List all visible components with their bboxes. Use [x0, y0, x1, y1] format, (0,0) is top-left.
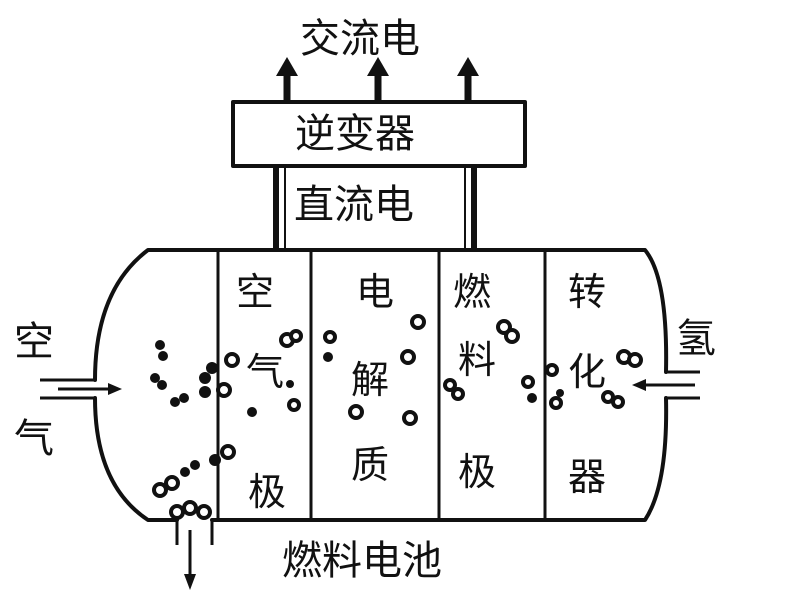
air-inlet-pipe: [40, 378, 122, 400]
inverter-box: [231, 100, 527, 168]
svg-text:转: 转: [568, 270, 606, 314]
svg-text:器: 器: [568, 455, 606, 499]
air-inlet-label: 气: [14, 416, 54, 462]
svg-text:料: 料: [458, 338, 496, 382]
svg-text:气: 气: [246, 350, 284, 394]
dc-power-label: 直流电: [294, 182, 414, 228]
svg-text:极: 极: [458, 450, 496, 494]
reformer-label: 转 化 器: [568, 270, 606, 499]
hydrogen-inlet-pipe: [632, 370, 700, 400]
fuel-cell-label: 燃料电池: [282, 538, 442, 584]
ac-power-label: 交流电: [300, 16, 420, 62]
ac-arrow-icon: [276, 57, 298, 102]
air-electrode-label: 空 气 极: [236, 270, 286, 514]
svg-text:燃: 燃: [453, 270, 491, 314]
svg-text:解: 解: [351, 358, 389, 402]
ac-output-arrows: [276, 57, 479, 102]
electrolyte-label: 电 解 质: [351, 270, 394, 487]
exhaust-outlet: [169, 500, 214, 590]
ac-arrow-icon: [367, 57, 389, 102]
svg-text:空: 空: [236, 270, 274, 314]
svg-text:质: 质: [351, 443, 389, 487]
svg-text:极: 极: [248, 470, 286, 514]
hydrogen-inlet-label: 氢: [676, 316, 716, 362]
ac-arrow-icon: [457, 57, 479, 102]
fuel-electrode-label: 燃 料 极: [453, 270, 496, 494]
gas-particles: [150, 314, 643, 498]
fuel-cell-vessel: [93, 248, 669, 522]
dc-wires: [273, 166, 477, 250]
svg-text:电: 电: [356, 270, 394, 314]
hydrogen-inlet-arrow-icon: [632, 379, 695, 391]
inverter-label: 逆变器: [295, 111, 415, 157]
air-inlet-label: 空: [14, 319, 54, 365]
svg-text:化: 化: [568, 350, 606, 394]
air-inlet-arrow-icon: [58, 383, 122, 395]
exhaust-arrow-icon: [184, 530, 196, 590]
